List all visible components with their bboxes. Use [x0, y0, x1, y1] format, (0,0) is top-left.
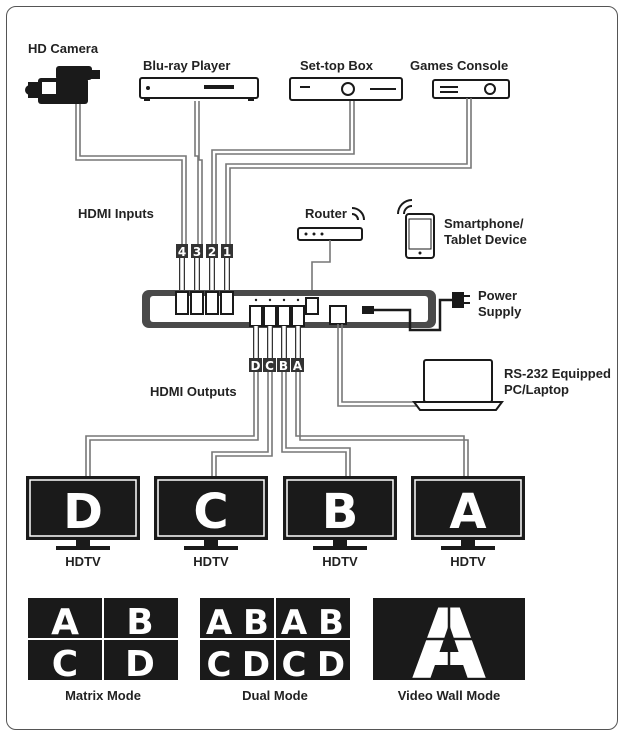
- matrix-mode-label: Matrix Mode: [65, 688, 141, 703]
- output-port-c: C: [265, 359, 274, 373]
- hdtv-c: C: [154, 476, 268, 550]
- output-port-d: D: [251, 359, 261, 373]
- input-port-4: 4: [178, 245, 186, 259]
- matrix-mode-panel: A B C D: [28, 598, 178, 685]
- hdtv-a-label: HDTV: [450, 554, 486, 569]
- power-label-2: Supply: [478, 304, 522, 319]
- input-port-2: 2: [208, 245, 216, 259]
- power-cable: [374, 298, 452, 332]
- settop-box-icon: [289, 77, 403, 101]
- rs232-label-2: PC/Laptop: [504, 382, 569, 397]
- hdtv-d-letter: D: [63, 484, 103, 540]
- laptop-icon: [412, 359, 504, 411]
- settop-label: Set-top Box: [300, 58, 374, 73]
- router-label: Router: [305, 206, 347, 221]
- hdtv-b-label: HDTV: [322, 554, 358, 569]
- output-port-b: B: [279, 359, 288, 373]
- hdtv-b-letter: B: [322, 484, 359, 540]
- console-label: Games Console: [410, 58, 508, 73]
- output-cable-drops: [253, 326, 301, 360]
- router-cable: [311, 240, 331, 292]
- games-console-icon: [432, 79, 510, 99]
- diagram-frame: [6, 6, 618, 730]
- power-label-1: Power: [478, 288, 517, 303]
- output-cables: [85, 372, 469, 478]
- hdmi-outputs-label: HDMI Outputs: [150, 384, 237, 399]
- dual-mode-panel: A B A B C D C D: [200, 598, 350, 685]
- matrix-cell-1: A: [51, 602, 79, 643]
- hdtv-d: D: [26, 476, 140, 550]
- rs232-cable: [337, 324, 418, 407]
- hdtv-b: B: [283, 476, 397, 550]
- dual-cell-4: B: [318, 603, 344, 643]
- dual-cell-8: D: [317, 645, 345, 685]
- dual-cell-3: A: [281, 603, 308, 643]
- hdtv-a: A: [411, 476, 525, 550]
- matrix-cell-3: C: [52, 644, 78, 685]
- smartphone-label-2: Tablet Device: [444, 232, 527, 247]
- matrix-switcher-device: [142, 290, 436, 328]
- input-port-labels: 4 3 2 1: [176, 244, 233, 259]
- output-port-labels: D C B A: [249, 358, 304, 373]
- smartphone-icon: [397, 199, 435, 259]
- video-wall-mode-panel: A: [373, 589, 525, 701]
- hdtv-a-letter: A: [449, 484, 486, 540]
- dual-cell-7: C: [282, 645, 307, 685]
- power-supply-icon: [452, 292, 470, 308]
- bluray-label: Blu-ray Player: [143, 58, 230, 73]
- dual-mode-label: Dual Mode: [242, 688, 308, 703]
- matrix-cell-4: D: [125, 644, 155, 685]
- smartphone-label-1: Smartphone/: [444, 216, 524, 231]
- matrix-cell-2: B: [126, 602, 153, 643]
- input-port-1: 1: [223, 245, 231, 259]
- hd-camera-label: HD Camera: [28, 41, 99, 56]
- hdtv-d-label: HDTV: [65, 554, 101, 569]
- dual-cell-6: D: [242, 645, 270, 685]
- hdmi-inputs-label: HDMI Inputs: [78, 206, 154, 221]
- bluray-player-icon: [139, 77, 259, 101]
- video-wall-mode-label: Video Wall Mode: [398, 688, 501, 703]
- hdtv-c-label: HDTV: [193, 554, 229, 569]
- input-cables: [75, 98, 472, 245]
- input-cable-drops: [179, 258, 230, 292]
- rs232-label-1: RS-232 Equipped: [504, 366, 611, 381]
- hdtv-c-letter: C: [193, 484, 228, 540]
- dual-cell-5: C: [207, 645, 232, 685]
- dual-cell-1: A: [206, 603, 233, 643]
- input-port-3: 3: [193, 245, 201, 259]
- output-port-a: A: [293, 359, 303, 373]
- hd-camera-icon: [25, 66, 100, 104]
- dual-cell-2: B: [243, 603, 269, 643]
